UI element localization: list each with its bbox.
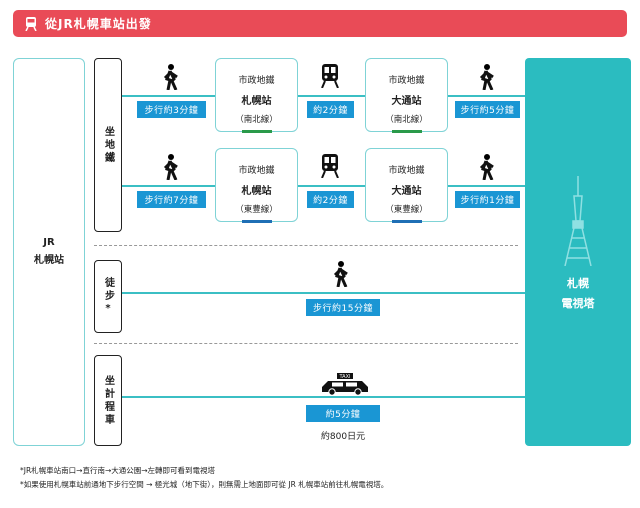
category-taxi: 坐計程車 xyxy=(94,355,122,446)
station-name: 大通站 xyxy=(391,186,422,197)
train-icon xyxy=(321,154,339,178)
line-name: （南北線） xyxy=(385,115,428,125)
station-name: 札幌站 xyxy=(241,96,272,107)
route-line xyxy=(122,185,525,187)
walk-route-line xyxy=(122,292,525,294)
header-title: 從JR札幌車站出發 xyxy=(45,17,152,31)
station-name: 札幌站 xyxy=(241,186,272,197)
walk-time-label: 步行約7分鐘 xyxy=(137,191,206,208)
destination-line1: 札幌 xyxy=(567,277,589,290)
line-color-bar xyxy=(241,220,272,223)
operator: 市政地鐵 xyxy=(388,76,425,86)
ride-time-label: 約2分鐘 xyxy=(307,191,354,208)
route-line xyxy=(122,95,525,97)
operator: 市政地鐵 xyxy=(388,166,425,176)
operator: 市政地鐵 xyxy=(238,166,275,176)
station-odori-toho: 市政地鐵大通站 （東豊線） xyxy=(365,148,448,223)
line-name: （東豊線） xyxy=(385,205,428,215)
destination-line2: 電視塔 xyxy=(561,297,595,310)
line-color-bar xyxy=(241,130,272,133)
divider xyxy=(94,245,518,246)
operator: 市政地鐵 xyxy=(238,76,275,86)
divider xyxy=(94,343,518,344)
walk-time-label: 步行約1分鐘 xyxy=(455,191,520,208)
walk-time-label: 步行約15分鐘 xyxy=(306,299,380,316)
station-odori-namboku: 市政地鐵大通站 （南北線） xyxy=(365,58,448,133)
station-sapporo-namboku: 市政地鐵札幌站 （南北線） xyxy=(215,58,298,133)
tv-tower-icon xyxy=(564,176,592,266)
taxi-time-label: 約5分鐘 xyxy=(306,405,380,422)
taxi-route-line xyxy=(122,396,525,398)
walk-time-label: 步行約3分鐘 xyxy=(137,101,206,118)
line-name: （東豊線） xyxy=(235,205,278,215)
taxi-sign: TAXI xyxy=(339,374,351,380)
origin-line1: JR xyxy=(43,237,55,248)
taxi-icon: TAXI xyxy=(320,373,370,396)
station-name: 大通站 xyxy=(391,96,422,107)
walking-person-icon xyxy=(163,154,178,180)
ride-time-label: 約2分鐘 xyxy=(307,101,354,118)
station-sapporo-toho: 市政地鐵札幌站 （東豊線） xyxy=(215,148,298,223)
line-name: （南北線） xyxy=(235,115,278,125)
train-icon xyxy=(321,64,339,88)
walk-time-label: 步行約5分鐘 xyxy=(455,101,520,118)
note-1: *JR札幌車站南口→直行南→大通公園→左轉即可看到電視塔 xyxy=(20,466,216,475)
header-banner: 從JR札幌車站出發 xyxy=(13,10,627,37)
note-2: *如果使用札幌車站前通地下步行空間 → 極光城（地下街），則無需上地面即可從 J… xyxy=(20,480,389,489)
walking-person-icon xyxy=(333,261,348,287)
category-walk: 徒步* xyxy=(94,260,122,333)
category-subway: 坐地鐵 xyxy=(94,58,122,232)
taxi-fare: 約800日元 xyxy=(320,432,366,442)
walking-person-icon xyxy=(479,154,494,180)
walking-person-icon xyxy=(163,64,178,90)
line-color-bar xyxy=(391,220,422,223)
line-color-bar xyxy=(391,130,422,133)
origin-jr-sapporo: JR 札幌站 xyxy=(13,58,85,446)
walking-person-icon xyxy=(479,64,494,90)
origin-line2: 札幌站 xyxy=(34,255,64,266)
train-icon xyxy=(25,16,37,31)
destination-tv-tower: 札幌電視塔 xyxy=(525,58,631,446)
